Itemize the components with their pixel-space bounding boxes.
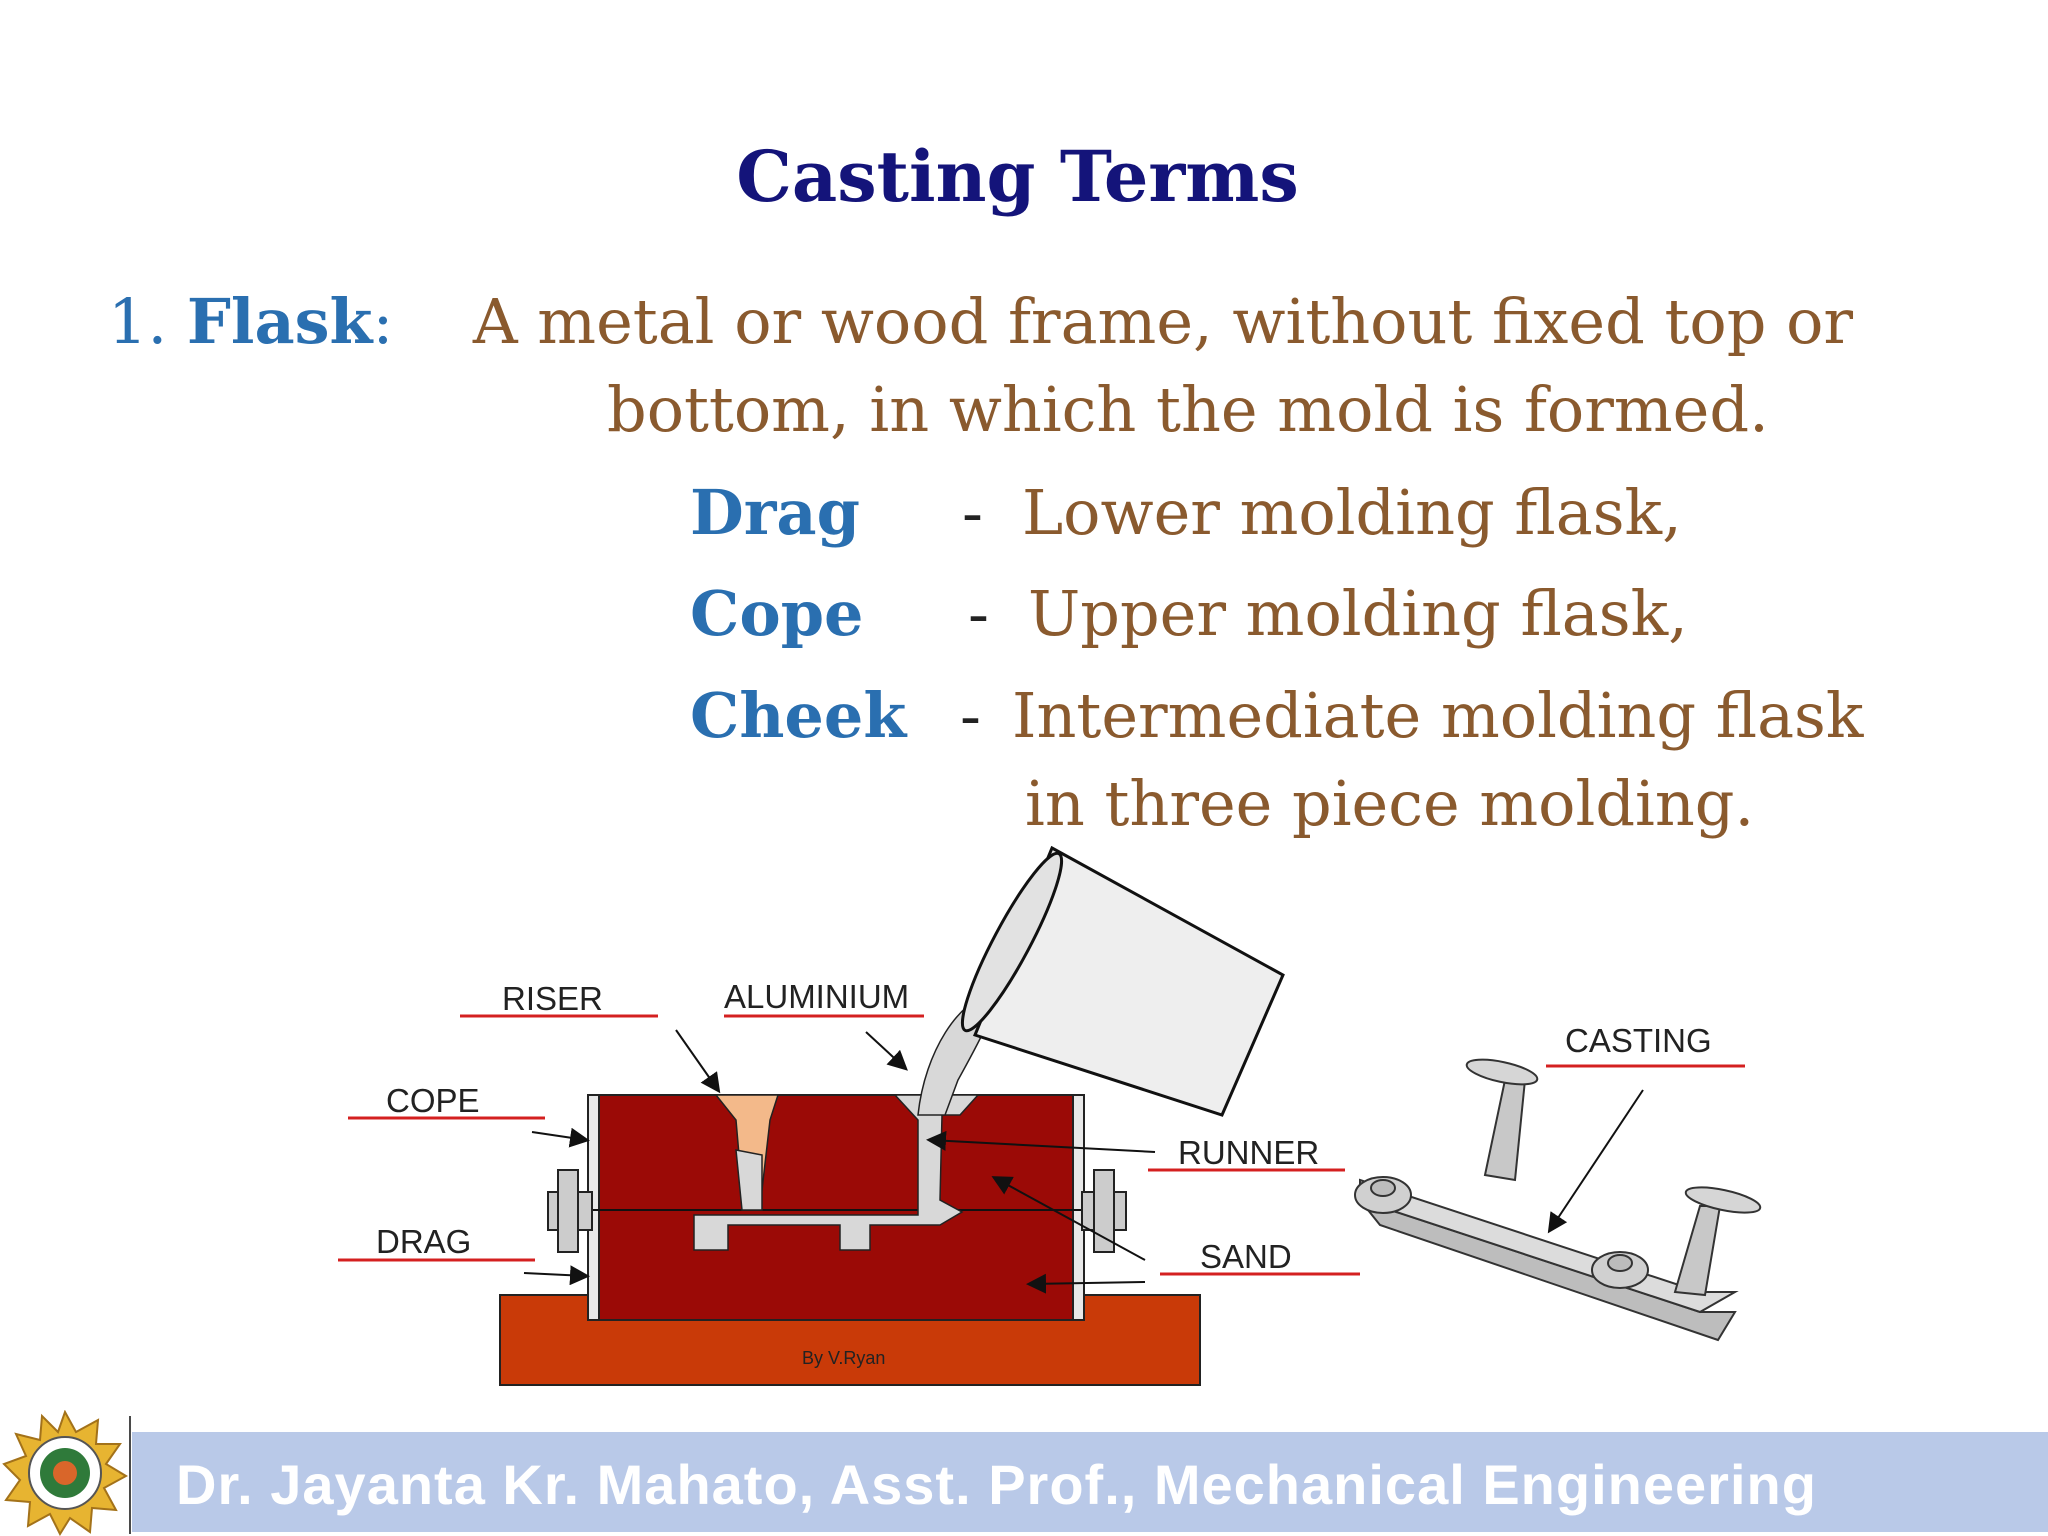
riser-arrow bbox=[675, 1029, 721, 1094]
cheek-definition: Intermediate molding flask bbox=[1012, 679, 1864, 752]
flask-definition-line2: bottom, in which the mold is formed. bbox=[607, 373, 1769, 446]
cope-term: Cope bbox=[690, 577, 864, 650]
drag-term-wrap: Drag bbox=[690, 473, 860, 553]
label-sand: SAND bbox=[1200, 1238, 1292, 1275]
drag-dash: - bbox=[962, 476, 983, 549]
flask-definition: 1. Flask: A metal or wood frame, without… bbox=[108, 282, 1853, 362]
cheek-dash: - bbox=[960, 679, 981, 752]
aluminium-arrow bbox=[865, 1031, 908, 1071]
diagram-credit: By V.Ryan bbox=[802, 1348, 885, 1368]
cope-term-wrap: Cope bbox=[690, 574, 864, 654]
cheek-term: Cheek bbox=[690, 679, 907, 752]
casting-diagram: RISER ALUMINIUM COPE DRAG RUNNER SAND CA… bbox=[338, 845, 1762, 1386]
clamp-right bbox=[1081, 1169, 1127, 1253]
sand-arrow-1 bbox=[991, 1176, 1146, 1261]
label-casting: CASTING bbox=[1565, 1022, 1712, 1059]
label-aluminium: ALUMINIUM bbox=[724, 978, 909, 1015]
item-number: 1. bbox=[108, 285, 168, 358]
flask-term: Flask bbox=[186, 285, 373, 358]
label-riser: RISER bbox=[502, 980, 603, 1017]
sand-arrow-2 bbox=[1026, 1273, 1146, 1294]
flask-colon: : bbox=[372, 285, 394, 358]
finished-casting bbox=[1354, 1058, 1762, 1342]
cope-definition: Upper molding flask, bbox=[1028, 577, 1688, 650]
clamp-left bbox=[547, 1169, 593, 1253]
label-cope: COPE bbox=[386, 1082, 480, 1119]
cheek-definition-line2: in three piece molding. bbox=[1025, 767, 1755, 840]
drag-arrow bbox=[523, 1265, 590, 1286]
casting-arrow bbox=[1547, 1089, 1644, 1234]
slide-title: Casting Terms bbox=[736, 135, 1299, 218]
footer-band bbox=[132, 1432, 2048, 1532]
drag-term: Drag bbox=[690, 476, 860, 549]
drag-definition: Lower molding flask, bbox=[1022, 476, 1682, 549]
ladle bbox=[960, 845, 1285, 1117]
flask-definition-line1: A metal or wood frame, without fixed top… bbox=[472, 285, 1854, 358]
cheek-term-wrap: Cheek bbox=[690, 676, 906, 756]
label-runner: RUNNER bbox=[1178, 1134, 1319, 1171]
university-seal-icon bbox=[2, 1410, 128, 1536]
cope-arrow bbox=[531, 1127, 590, 1148]
runner-arrow bbox=[926, 1130, 1156, 1153]
label-drag: DRAG bbox=[376, 1223, 471, 1260]
mould-sand bbox=[596, 1094, 1076, 1321]
riser-lower bbox=[735, 1149, 763, 1211]
cope-dash: - bbox=[968, 577, 989, 650]
footer-divider bbox=[129, 1416, 131, 1534]
footer-author: Dr. Jayanta Kr. Mahato, Asst. Prof., Mec… bbox=[176, 1453, 1817, 1516]
